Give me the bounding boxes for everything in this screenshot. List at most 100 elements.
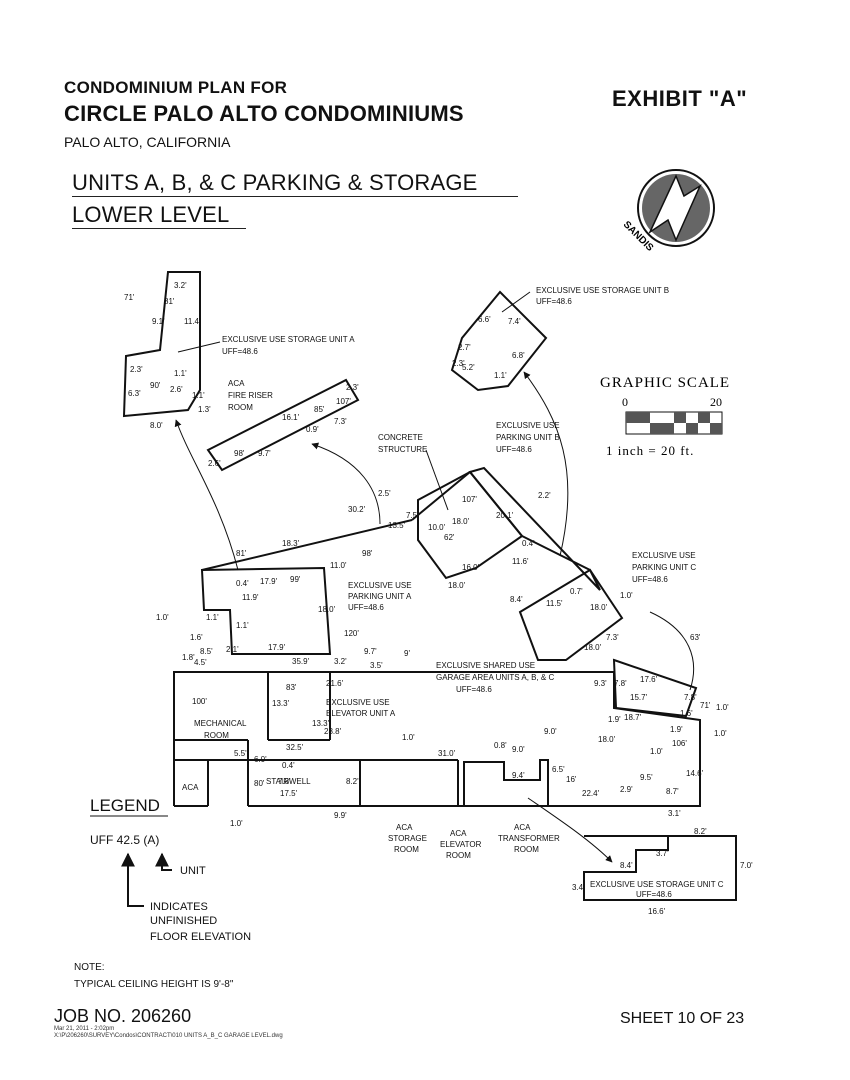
aca-transformer-label-1: ACA: [514, 823, 531, 832]
dim-label: 0.8': [494, 741, 507, 750]
dim-label: 18.7': [624, 713, 642, 722]
dim-label: 28.8': [324, 727, 342, 736]
legend-indicates-2: UNFINISHED: [150, 915, 217, 927]
dim-label: 16.6': [648, 907, 666, 916]
stairwell-label: STAIRWELL: [266, 777, 311, 786]
dim-label: 11.9': [242, 593, 259, 602]
legend-indicates-1: INDICATES: [150, 901, 208, 913]
parking-a-outline: [200, 566, 332, 655]
dim-label: 98': [362, 549, 373, 558]
storage-unit-b-outline: [450, 290, 548, 392]
dim-label: 9.4': [512, 771, 525, 780]
dim-label: 14.6': [686, 769, 704, 778]
dim-label: 2.3': [130, 365, 143, 374]
parking-b-label-1: EXCLUSIVE USE: [496, 421, 560, 430]
dim-label: 3.5': [370, 661, 383, 670]
graphic-scale-title: GRAPHIC SCALE: [600, 375, 730, 391]
aca-elevator-label-3: ROOM: [446, 851, 471, 860]
fire-riser-room-outline: [206, 378, 360, 472]
storage-a-uff: UFF=48.6: [222, 347, 258, 356]
dim-label: 18.0': [318, 605, 336, 614]
plan-location: PALO ALTO, CALIFORNIA: [64, 134, 231, 150]
garage-label-3: UFF=48.6: [456, 685, 492, 694]
dim-label: 5.5': [234, 749, 247, 758]
dim-label: 13.5': [388, 521, 406, 530]
dim-label: 22.4': [582, 789, 600, 798]
dim-label: 9.7': [364, 647, 377, 656]
dim-label: 17.5': [280, 789, 298, 798]
dim-label: 2.3': [346, 383, 359, 392]
dim-label: 98': [234, 449, 245, 458]
dim-label: 5.2': [462, 363, 475, 372]
dim-label: 1.0': [650, 747, 663, 756]
parking-c-label-1: EXCLUSIVE USE: [632, 551, 696, 560]
dim-label: 81': [164, 297, 175, 306]
dim-label: 2.6': [170, 385, 183, 394]
dim-label: 90': [150, 381, 161, 390]
aca-storage-label-1: ACA: [396, 823, 413, 832]
dim-label: 2.1': [226, 645, 239, 654]
dim-label: 15.7': [630, 693, 648, 702]
mechanical-label-2: ROOM: [204, 731, 229, 740]
dim-label: 107': [336, 397, 351, 406]
dim-label: 7.8': [278, 777, 291, 786]
dim-label: 7.8': [614, 679, 627, 688]
fire-riser-label-2: FIRE RISER: [228, 391, 273, 400]
dim-label: 16.0': [462, 563, 480, 572]
leader-arrow-storage-a: [174, 419, 239, 571]
dim-label: 1.0': [714, 729, 727, 738]
dim-label: 1.9': [608, 715, 621, 724]
leader-arrow-fire-riser: [311, 442, 381, 525]
dim-label: 31.0': [438, 749, 456, 758]
dim-label: 1.6': [680, 709, 693, 718]
dim-label: 3.2': [174, 281, 187, 290]
aca-elevator-label-2: ELEVATOR: [440, 840, 482, 849]
dim-label: 3.4': [572, 883, 585, 892]
dim-label: 1.1': [192, 391, 205, 400]
garage-label-1: EXCLUSIVE SHARED USE: [436, 661, 535, 670]
dim-label: 18.0': [452, 517, 470, 526]
aca-transformer-label-2: TRANSFORMER: [498, 834, 560, 843]
mechanical-label-1: MECHANICAL: [194, 719, 247, 728]
dim-label: 85': [314, 405, 325, 414]
dim-label: 62': [444, 533, 455, 542]
dim-label: 1.0': [620, 591, 633, 600]
fire-riser-label-1: ACA: [228, 379, 245, 388]
dim-label: 7.5': [406, 511, 419, 520]
dim-label: 120': [344, 629, 359, 638]
graphic-scale-end: 20: [710, 395, 722, 409]
parking-b-label-2: PARKING UNIT B: [496, 433, 560, 442]
storage-c-label: EXCLUSIVE USE STORAGE UNIT C: [590, 880, 724, 889]
dim-label: 16.1': [282, 413, 300, 422]
storage-b-label: EXCLUSIVE USE STORAGE UNIT B: [536, 286, 669, 295]
dim-label: 6.0': [254, 755, 267, 764]
dim-label: 8.2': [694, 827, 707, 836]
dim-label: 6.5': [552, 765, 565, 774]
dim-label: 11.5': [546, 599, 563, 608]
parking-c-outline: [518, 568, 624, 661]
dim-label: 9.9': [334, 811, 347, 820]
garage-label-2: GARAGE AREA UNITS A, B, & C: [436, 673, 554, 682]
concrete-label-1: CONCRETE: [378, 433, 423, 442]
dim-label: 80': [254, 779, 265, 788]
dim-label: 11.4': [184, 317, 201, 326]
dim-label: 16': [566, 775, 577, 784]
dim-label: 18.0': [448, 581, 466, 590]
storage-unit-c-outline: [583, 835, 737, 901]
dim-label: 1.1': [174, 369, 187, 378]
dim-label: 18.3': [282, 539, 300, 548]
dim-label: 71': [124, 293, 135, 302]
dim-label: 17.9': [260, 577, 278, 586]
parking-a-label-3: UFF=48.6: [348, 603, 384, 612]
dim-label: 8.2': [346, 777, 359, 786]
dim-label: 106': [672, 739, 687, 748]
dim-label: 0.4': [282, 761, 295, 770]
aca-transformer-label-3: ROOM: [514, 845, 539, 854]
dim-label: 9.7': [258, 449, 271, 458]
subtitle-underline-2: [72, 228, 246, 229]
note-title: NOTE:: [74, 962, 105, 973]
dim-label: 71': [700, 701, 711, 710]
parking-b-label-3: UFF=48.6: [496, 445, 532, 454]
leader-concrete: [425, 449, 449, 511]
dim-label: 17.6': [640, 675, 658, 684]
